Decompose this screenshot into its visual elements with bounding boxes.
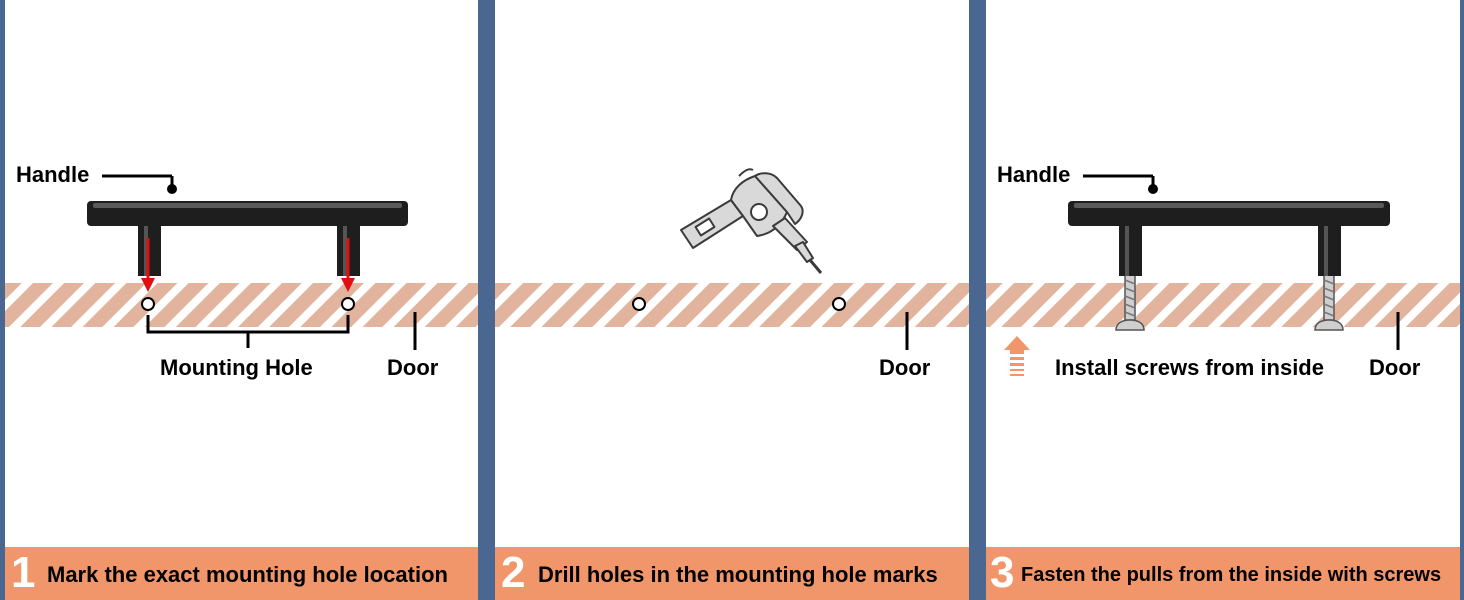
door-label: Door [879, 355, 931, 380]
drilled-hole-left [632, 297, 646, 311]
mark-arrow-left [141, 238, 155, 292]
up-arrow-icon [1004, 336, 1030, 376]
door-board [495, 283, 969, 327]
handle-bar [87, 201, 408, 276]
step-2-footer: 2 Drill holes in the mounting hole marks [495, 547, 969, 600]
step-1-panel: Handle Mounting Hole Door 1 Mark the exa… [5, 0, 478, 600]
mounting-hole-label: Mounting Hole [160, 355, 313, 380]
mark-arrow-right [341, 238, 355, 292]
step-3-panel: Handle Install screws from inside Door 3… [986, 0, 1460, 600]
step-1-footer: 1 Mark the exact mounting hole location [5, 547, 478, 600]
install-screws-label: Install screws from inside [1055, 355, 1324, 380]
step-number: 1 [11, 548, 36, 597]
step-caption: Mark the exact mounting hole location [47, 562, 448, 587]
step-number: 2 [501, 548, 526, 597]
step-caption: Drill holes in the mounting hole marks [538, 562, 938, 587]
door-board [986, 283, 1460, 327]
step-3-illustration [986, 174, 1460, 376]
mounting-hole-right [341, 297, 355, 311]
door-board [5, 283, 478, 327]
step-caption: Fasten the pulls from the inside with sc… [1021, 564, 1442, 586]
mounting-hole-left [141, 297, 155, 311]
step-number: 3 [990, 548, 1015, 597]
handle-label: Handle [16, 162, 90, 187]
screw-left [1115, 271, 1145, 331]
drill-icon [680, 168, 823, 274]
handle-bar [1068, 201, 1390, 276]
door-label: Door [1369, 355, 1421, 380]
step-2-panel: Door 2 Drill holes in the mounting hole … [495, 0, 969, 600]
drilled-hole-right [832, 297, 846, 311]
step-3-footer: 3 Fasten the pulls from the inside with … [986, 547, 1460, 600]
handle-label: Handle [997, 162, 1071, 187]
step-2-illustration [495, 168, 969, 350]
step-1-illustration [5, 174, 478, 350]
screw-right [1314, 271, 1344, 331]
door-label: Door [387, 355, 439, 380]
